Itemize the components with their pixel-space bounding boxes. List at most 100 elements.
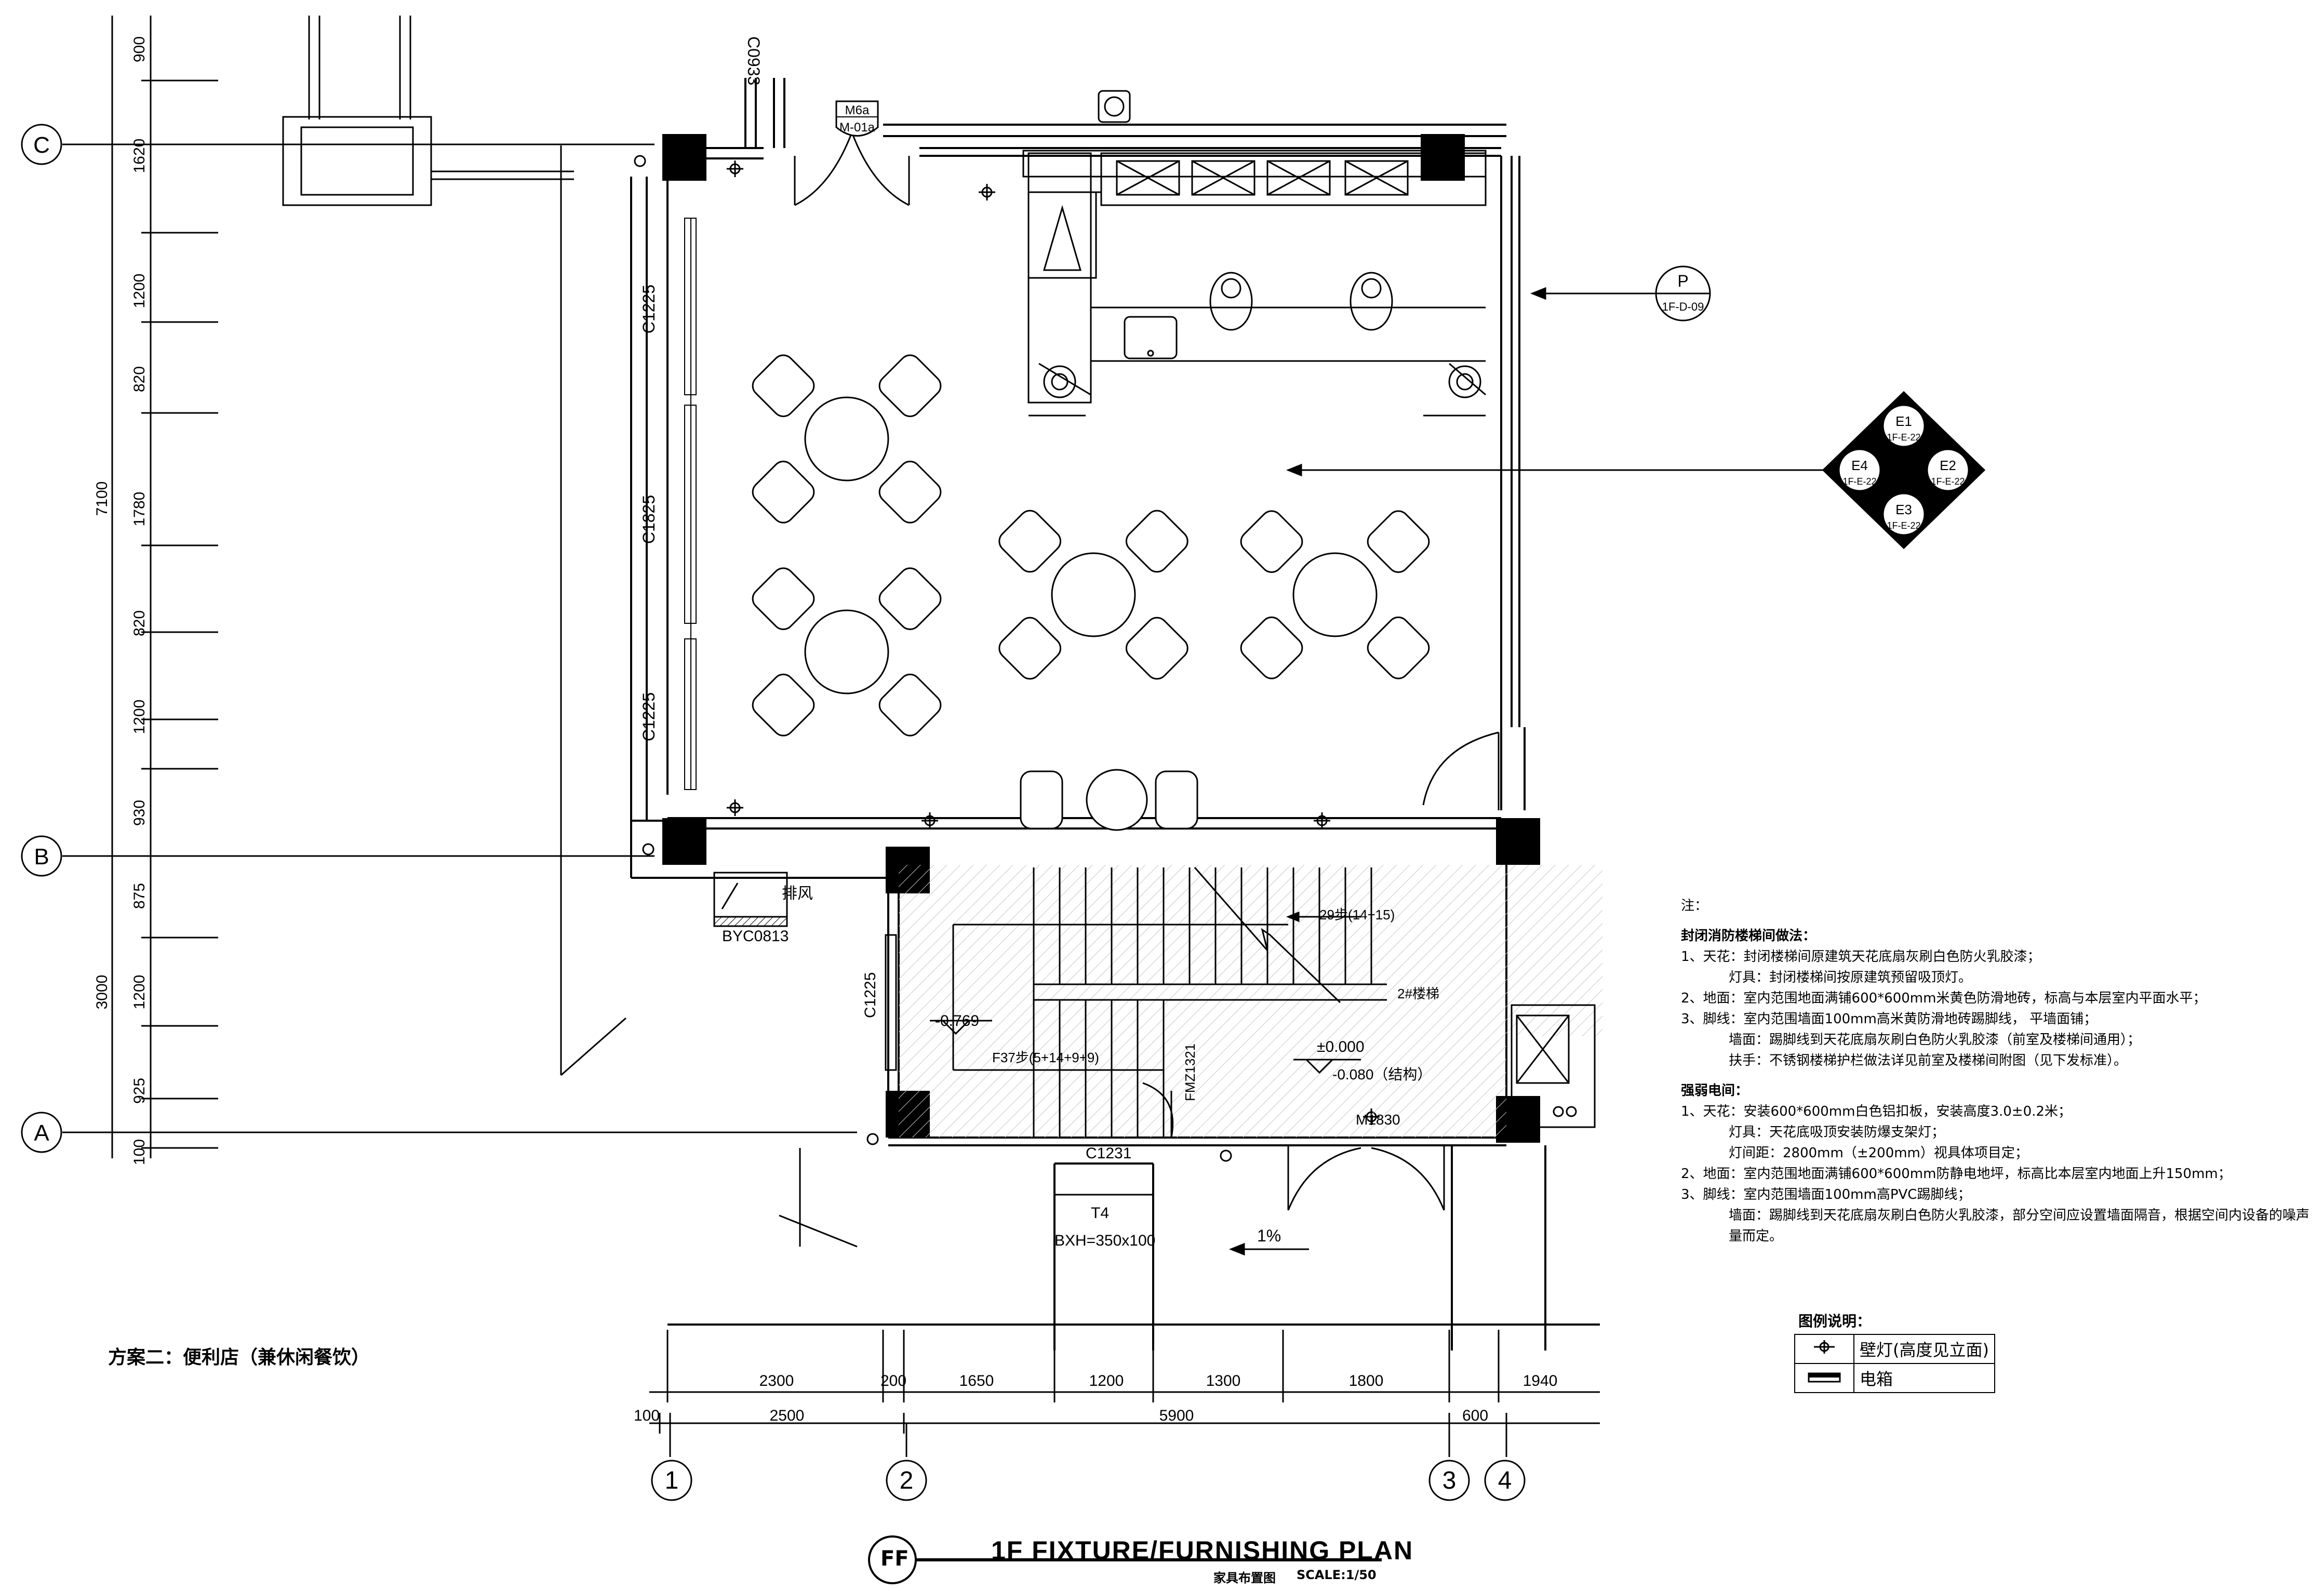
svg-text:C0933: C0933 — [744, 36, 763, 85]
exhaust-vent — [713, 872, 788, 927]
svg-text:-0.080（结构）: -0.080（结构） — [1332, 1066, 1432, 1082]
notes-line: 灯具：封闭楼梯间按原建筑预留吸顶灯。 — [1729, 970, 1972, 985]
grid-col-1: 1 — [665, 1467, 679, 1494]
wall-lamp-icon — [1794, 1334, 1854, 1364]
legend-label: 壁灯(高度见立面) — [1853, 1334, 1995, 1364]
svg-text:1800: 1800 — [1349, 1372, 1384, 1389]
svg-text:E1: E1 — [1895, 413, 1912, 429]
svg-text:C1225: C1225 — [862, 972, 879, 1018]
bottom-dimension-text: 2300 200 1650 1200 1300 1800 1940 100 25… — [634, 1372, 1557, 1424]
byc0813-label: BYC0813 — [722, 928, 789, 945]
door-m1830 — [1287, 1145, 1445, 1211]
stairwell — [899, 865, 1602, 1138]
notes-line: 1、天花：封闭楼梯间原建筑天花底扇灰刷白色防火乳胶漆； — [1681, 949, 2041, 965]
grid-col-2: 2 — [900, 1467, 914, 1494]
svg-text:1620: 1620 — [131, 139, 148, 173]
legend-table: 壁灯(高度见立面) 电箱 — [1794, 1334, 1995, 1393]
callout-p — [1530, 265, 1711, 322]
svg-text:2500: 2500 — [770, 1407, 805, 1424]
svg-text:C1825: C1825 — [639, 495, 658, 544]
grid-col-3: 3 — [1443, 1467, 1457, 1494]
electric-box-icon — [1794, 1363, 1854, 1393]
svg-text:BXH=350x100: BXH=350x100 — [1054, 1232, 1155, 1249]
door-tag-m6a: M6a M-01a — [835, 100, 879, 137]
svg-text:1200: 1200 — [131, 274, 148, 309]
left-dimension-strip — [21, 16, 857, 1158]
grid-row-a: A — [34, 1120, 49, 1146]
svg-text:1940: 1940 — [1523, 1372, 1558, 1389]
svg-text:1200: 1200 — [1089, 1372, 1124, 1389]
notes-line: 扶手：不锈钢楼梯护栏做法详见前室及楼梯间附图（见下发标准）。 — [1729, 1053, 2128, 1068]
legend-label: 电箱 — [1853, 1363, 1995, 1393]
stair-west-window — [885, 934, 897, 1071]
top-left-shaft — [282, 16, 858, 1248]
grid-col-4: 4 — [1498, 1467, 1512, 1494]
notes-electrical-heading: 强弱电间： — [1681, 1083, 1749, 1099]
legend-row: 壁灯(高度见立面) — [1794, 1334, 1995, 1364]
side-door — [1422, 731, 1500, 810]
svg-text:875: 875 — [131, 883, 148, 909]
title-bubble — [868, 1535, 1382, 1584]
svg-text:1200: 1200 — [131, 700, 148, 734]
pipe-circles — [634, 155, 1232, 1162]
svg-text:E2: E2 — [1940, 458, 1956, 473]
svg-text:1F-E-22: 1F-E-22 — [1887, 520, 1920, 531]
floor-drains — [1043, 365, 1481, 398]
svg-text:C1231: C1231 — [1086, 1145, 1131, 1162]
stair-labels: -0.769 29步(14+15) F37步(5+14+9+9) FMZ1321… — [862, 907, 1439, 1162]
svg-text:FMZ1321: FMZ1321 — [1182, 1044, 1198, 1101]
notes-block: 注： 封闭消防楼梯间做法： 1、天花：封闭楼梯间原建筑天花底扇灰刷白色防火乳胶漆… — [1681, 895, 2315, 1247]
dining-tables — [752, 354, 1430, 831]
slope-arrow — [1228, 1242, 1309, 1256]
notes-line: 1、天花：安装600*600mm白色铝扣板，安装高度3.0±0.2米； — [1681, 1104, 2072, 1119]
svg-text:820: 820 — [131, 366, 148, 392]
notes-line: 2、地面：室内范围地面满铺600*600mm米黄色防滑地砖，标高与本层室内平面水… — [1681, 991, 2207, 1006]
svg-text:100: 100 — [634, 1407, 660, 1424]
svg-text:-0.769: -0.769 — [935, 1012, 979, 1030]
legend-row: 电箱 — [1794, 1363, 1995, 1393]
notes-line: 灯间距：2800mm（±200mm）视具体项目定； — [1729, 1145, 2028, 1161]
legend-title: 图例说明： — [1798, 1313, 1872, 1330]
elevation-labels: E1 1F-E-22 E2 1F-E-22 E3 1F-E-22 E4 1F-E… — [1842, 413, 1965, 531]
drawing-scale: SCALE:1/50 — [1297, 1568, 1377, 1582]
svg-text:M-01a: M-01a — [839, 121, 875, 135]
svg-text:1780: 1780 — [131, 492, 148, 527]
svg-text:C1225: C1225 — [639, 692, 658, 741]
svg-text:820: 820 — [131, 610, 148, 636]
svg-text:7100: 7100 — [94, 482, 111, 516]
drawing-code: FF — [880, 1547, 909, 1571]
svg-text:M6a: M6a — [845, 103, 870, 117]
notes-line: 墙面：踢脚线到天花底扇灰刷白色防火乳胶漆（前室及楼梯间通用）； — [1729, 1032, 2141, 1048]
svg-text:200: 200 — [880, 1372, 906, 1389]
drawing-subtitle: 家具布置图 — [1213, 1571, 1276, 1585]
svg-text:600: 600 — [1462, 1407, 1488, 1424]
notes-line: 3、脚线：室内范围墙面100mm高PVC踢脚线； — [1681, 1187, 1971, 1202]
pipe-labels: T4 BXH=350x100 — [1054, 1205, 1155, 1249]
notes-stair-heading: 封闭消防楼梯间做法： — [1681, 928, 1817, 944]
notes-title: 注： — [1681, 898, 1708, 914]
grid-row-c: C — [33, 132, 50, 158]
left-windows — [684, 218, 697, 790]
svg-text:1300: 1300 — [1206, 1372, 1241, 1389]
notes-line: 2、地面：室内范围地面满铺600*600mm防静电地坪，标高比本层室内地面上升1… — [1681, 1166, 2232, 1182]
svg-text:930: 930 — [131, 800, 148, 826]
bottom-dimension-lines — [649, 1330, 1600, 1501]
svg-text:C1225: C1225 — [639, 285, 658, 333]
exhaust-label: 排风 — [782, 885, 813, 902]
svg-text:F37步(5+14+9+9): F37步(5+14+9+9) — [992, 1050, 1099, 1065]
svg-text:2#楼梯: 2#楼梯 — [1397, 986, 1439, 1001]
svg-text:3000: 3000 — [94, 975, 111, 1010]
slope-label: 1% — [1257, 1226, 1281, 1245]
svg-text:M1830: M1830 — [1356, 1112, 1400, 1128]
electrical-room — [1511, 1004, 1596, 1128]
scheme-title: 方案二：便利店（兼休闲餐饮） — [108, 1347, 370, 1368]
svg-text:±0.000: ±0.000 — [1317, 1038, 1365, 1055]
grid-row-b: B — [34, 844, 49, 870]
notes-line: 灯具：天花底吸顶安装防爆支架灯； — [1729, 1125, 1945, 1140]
svg-text:1F-E-22: 1F-E-22 — [1931, 476, 1965, 487]
svg-text:E4: E4 — [1851, 458, 1868, 473]
svg-text:100: 100 — [131, 1139, 148, 1165]
notes-line: 3、脚线：室内范围墙面100mm高米黄防滑地砖踢脚线， 平墙面铺； — [1681, 1011, 2098, 1027]
drawing-title: 1F FIXTURE/FURNISHING PLAN — [991, 1536, 1414, 1565]
